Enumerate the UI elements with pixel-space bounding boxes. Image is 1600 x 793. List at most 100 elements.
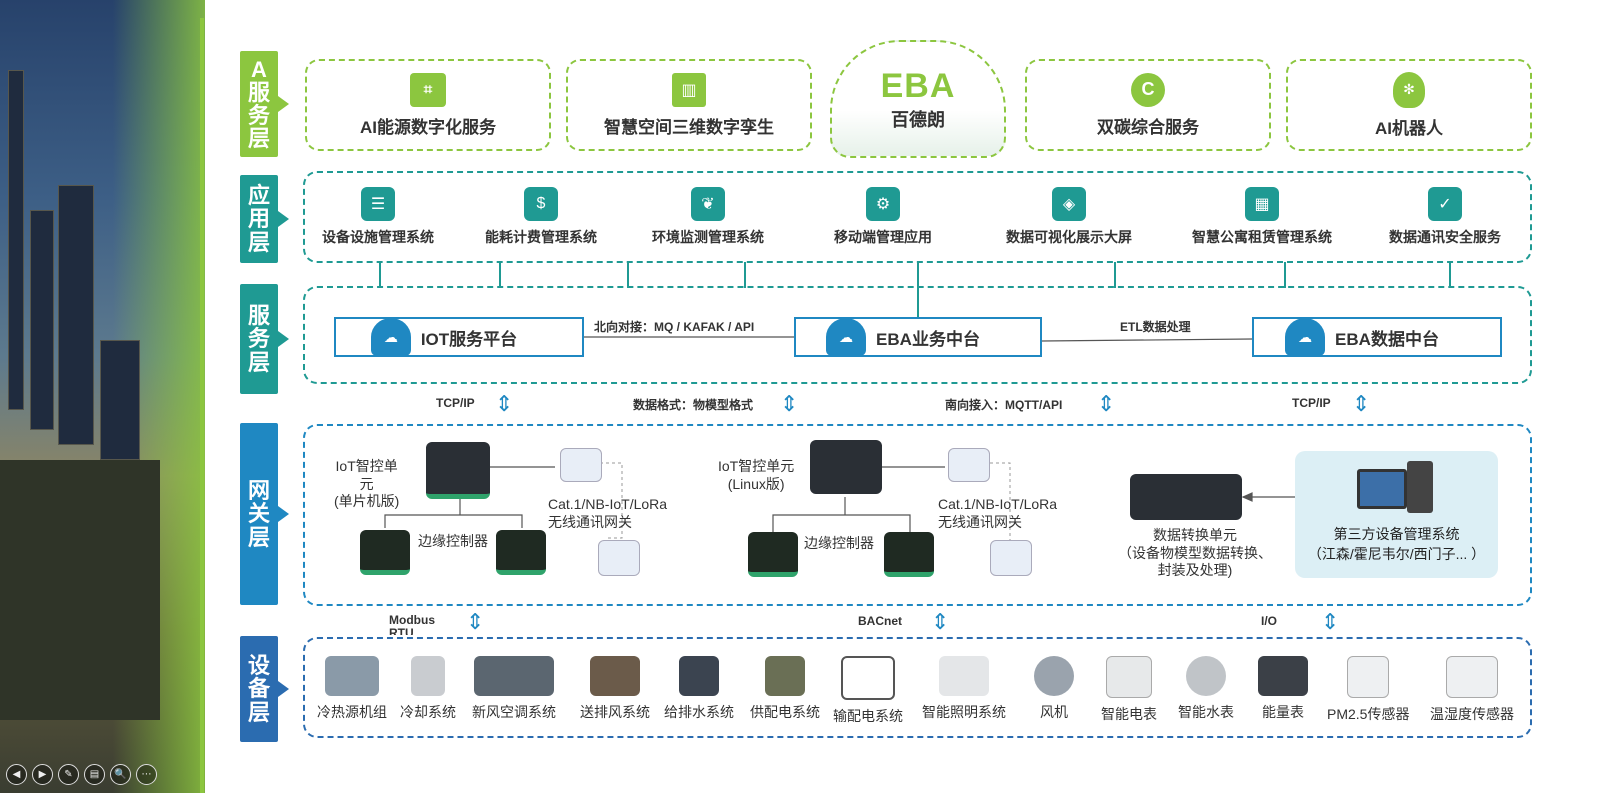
platform-label: IOT服务平台: [420, 329, 518, 349]
bidirectional-arrow-icon: ⇕: [495, 391, 514, 416]
more-options-button[interactable]: ⋯: [136, 764, 157, 785]
layer-tag-char: A: [251, 56, 267, 82]
third-party-system-box: 第三方设备管理系统 （江森/霍尼韦尔/西门子... ）: [1295, 451, 1498, 578]
third-party-title: 第三方设备管理系统: [1333, 526, 1460, 542]
third-party-vendors: （江森/霍尼韦尔/西门子... ）: [1307, 546, 1486, 562]
service-card-label: AI机器人: [1375, 118, 1443, 138]
pm25-sensor-icon: [1347, 656, 1390, 698]
energy-meter-icon: [1258, 656, 1308, 696]
gw-line: (Linux版): [727, 475, 785, 492]
company-name: 百德朗: [891, 109, 945, 130]
protocol-label: 南向接入：MQTT/API: [945, 398, 1063, 412]
cooling-tower-icon: [411, 656, 445, 696]
eba-cloud-logo: EBA 百德朗: [830, 40, 1006, 158]
gw-line: 无线通讯网关: [548, 513, 632, 530]
edge-controller-device: [884, 532, 934, 577]
computer-monitor-icon: [1357, 469, 1407, 509]
eba-logo-text: EBA: [880, 66, 956, 105]
wireless-gateway-device: [598, 540, 640, 576]
carbon-c-icon: C: [1131, 72, 1165, 107]
layer-tag-a-service: A 服 务 层: [240, 51, 289, 157]
wireless-gateway-device: [560, 448, 602, 482]
gw-line: IoT智控单元: [718, 458, 795, 474]
layer-tag-char: 设: [247, 653, 270, 679]
device-layer-box: [303, 637, 1532, 738]
leaf-icon: ❦: [691, 187, 725, 221]
equipment-item: 能量表: [1258, 656, 1308, 722]
layer-tag-char: 网: [247, 478, 270, 504]
platform-iot: ☁ IOT服务平台: [334, 317, 584, 357]
gw-line: （设备物模型数据转换、: [1118, 544, 1272, 561]
slide-control-bar: ◀ ▶ ✎ ▤ 🔍 ⋯: [6, 764, 157, 785]
dashboard-screen-icon: ◈: [1052, 187, 1086, 221]
equipment-item: 智能照明系统: [922, 656, 1006, 722]
service-card-label: 智慧空间三维数字孪生: [604, 117, 774, 137]
fresh-air-unit-icon: [474, 656, 554, 696]
protocol-label: TCP/IP: [1292, 396, 1331, 410]
edge-controller-device: [360, 530, 410, 575]
equipment-item: 供配电系统: [750, 656, 820, 722]
zoom-button[interactable]: 🔍: [110, 764, 131, 785]
protocol-label: BACnet: [858, 614, 902, 628]
equipment-item: 输配电系统: [833, 656, 903, 726]
equipment-label: 输配电系统: [833, 708, 903, 724]
layer-tag-char: 服: [247, 303, 270, 329]
app-label: 设备设施管理系统: [322, 229, 434, 245]
bidirectional-arrow-icon: ⇕: [780, 391, 799, 416]
building-icon: ▥: [672, 72, 706, 107]
building-shape: [30, 210, 54, 430]
layer-tag-char: 层: [247, 524, 270, 550]
gw-line: 封装及处理): [1157, 562, 1233, 578]
equipment-label: 智能照明系统: [922, 704, 1006, 720]
iot-unit-mcu-device: [426, 442, 490, 499]
layer-tag-char: 服: [247, 79, 270, 105]
service-card-ai-energy: ⌗ AI能源数字化服务: [305, 59, 551, 151]
pen-tool-button[interactable]: ✎: [58, 764, 79, 785]
gw-line: Cat.1/NB-IoT/LoRa: [548, 496, 668, 512]
prev-slide-button[interactable]: ◀: [6, 764, 27, 785]
data-converter-label: 数据转换单元 （设备物模型数据转换、 封装及处理): [1118, 527, 1272, 580]
equipment-item: 智能电表: [1101, 656, 1157, 724]
equipment-item: 新风空调系统: [472, 656, 556, 722]
cloud-server-icon: ☁: [1285, 318, 1326, 356]
mobile-gear-icon: ⚙: [866, 187, 900, 221]
layer-tag-service: 服 务 层: [240, 284, 289, 394]
server-icon: ☰: [361, 187, 395, 221]
equipment-label: 给排水系统: [664, 704, 734, 720]
app-label: 能耗计费管理系统: [485, 229, 597, 245]
gateway-layer-box: [303, 424, 1532, 606]
bidirectional-arrow-icon: ⇕: [1352, 391, 1371, 416]
robot-head-icon: ✻: [1393, 71, 1425, 108]
app-energy-billing: $ 能耗计费管理系统: [485, 187, 597, 247]
equipment-label: 冷却系统: [400, 704, 456, 720]
iot-unit-mcu-label: IoT智控单 元 (单片机版): [334, 458, 399, 511]
platform-eba-data: ☁ EBA数据中台: [1252, 317, 1502, 357]
app-environment-monitoring: ❦ 环境监测管理系统: [652, 187, 764, 247]
modbus-label: Modbus RTU: [389, 613, 435, 635]
power-pylon-icon: [841, 656, 895, 700]
app-data-security: ✓ 数据通讯安全服务: [1389, 187, 1501, 247]
service-card-label: AI能源数字化服务: [360, 117, 496, 137]
equipment-item: 温湿度传感器: [1430, 656, 1514, 724]
slides-overview-button[interactable]: ▤: [84, 764, 105, 785]
iot-unit-linux-device: [810, 440, 882, 494]
service-card-carbon: C 双碳综合服务: [1025, 59, 1271, 151]
layer-tag-char: 用: [247, 206, 270, 232]
equipment-label: 新风空调系统: [472, 704, 556, 720]
equipment-item: PM2.5传感器: [1327, 656, 1409, 724]
next-slide-button[interactable]: ▶: [32, 764, 53, 785]
equipment-item: 智能水表: [1178, 656, 1234, 722]
layer-tag-gateway: 网 关 层: [240, 423, 289, 605]
edge-controller-label: 边缘控制器: [418, 533, 488, 549]
etl-link-label: ETL数据处理: [1120, 320, 1191, 334]
lower-buildings: [0, 460, 160, 720]
lighting-panel-icon: [939, 656, 989, 696]
city-skyline-photo: ◀ ▶ ✎ ▤ 🔍 ⋯: [0, 0, 205, 793]
gw-line: (单片机版): [334, 493, 400, 509]
equipment-item: 冷却系统: [400, 656, 456, 722]
equipment-item: 风机: [1034, 656, 1074, 722]
edge-controller-device: [496, 530, 546, 575]
fan-icon: [1034, 656, 1074, 696]
layer-tag-char: 层: [247, 126, 270, 152]
